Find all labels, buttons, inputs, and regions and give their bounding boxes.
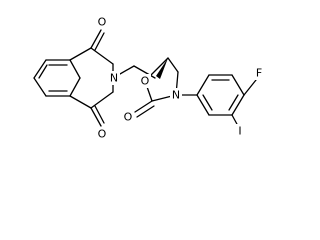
atom-o-carbonyl: O (124, 111, 133, 124)
atom-n-oxazolidinone: N (172, 89, 180, 102)
atom-o-ring: O (141, 75, 150, 88)
ch2-c5-bond (133, 65, 156, 79)
molecule-structure: O N O O N O F I (33, 15, 264, 141)
atom-o-imide-top: O (98, 16, 107, 29)
atom-labels: O N O O N O F I (96, 15, 264, 141)
phthalimide-benzene-ring (33, 59, 81, 97)
atom-i: I (238, 125, 241, 138)
stereo-wedge (156, 58, 168, 79)
aryl-ring (196, 74, 257, 127)
atom-o-imide-bottom: O (98, 128, 107, 141)
atom-n-imide: N (110, 72, 118, 85)
atom-f: F (256, 67, 262, 80)
imide-ring (69, 29, 114, 127)
